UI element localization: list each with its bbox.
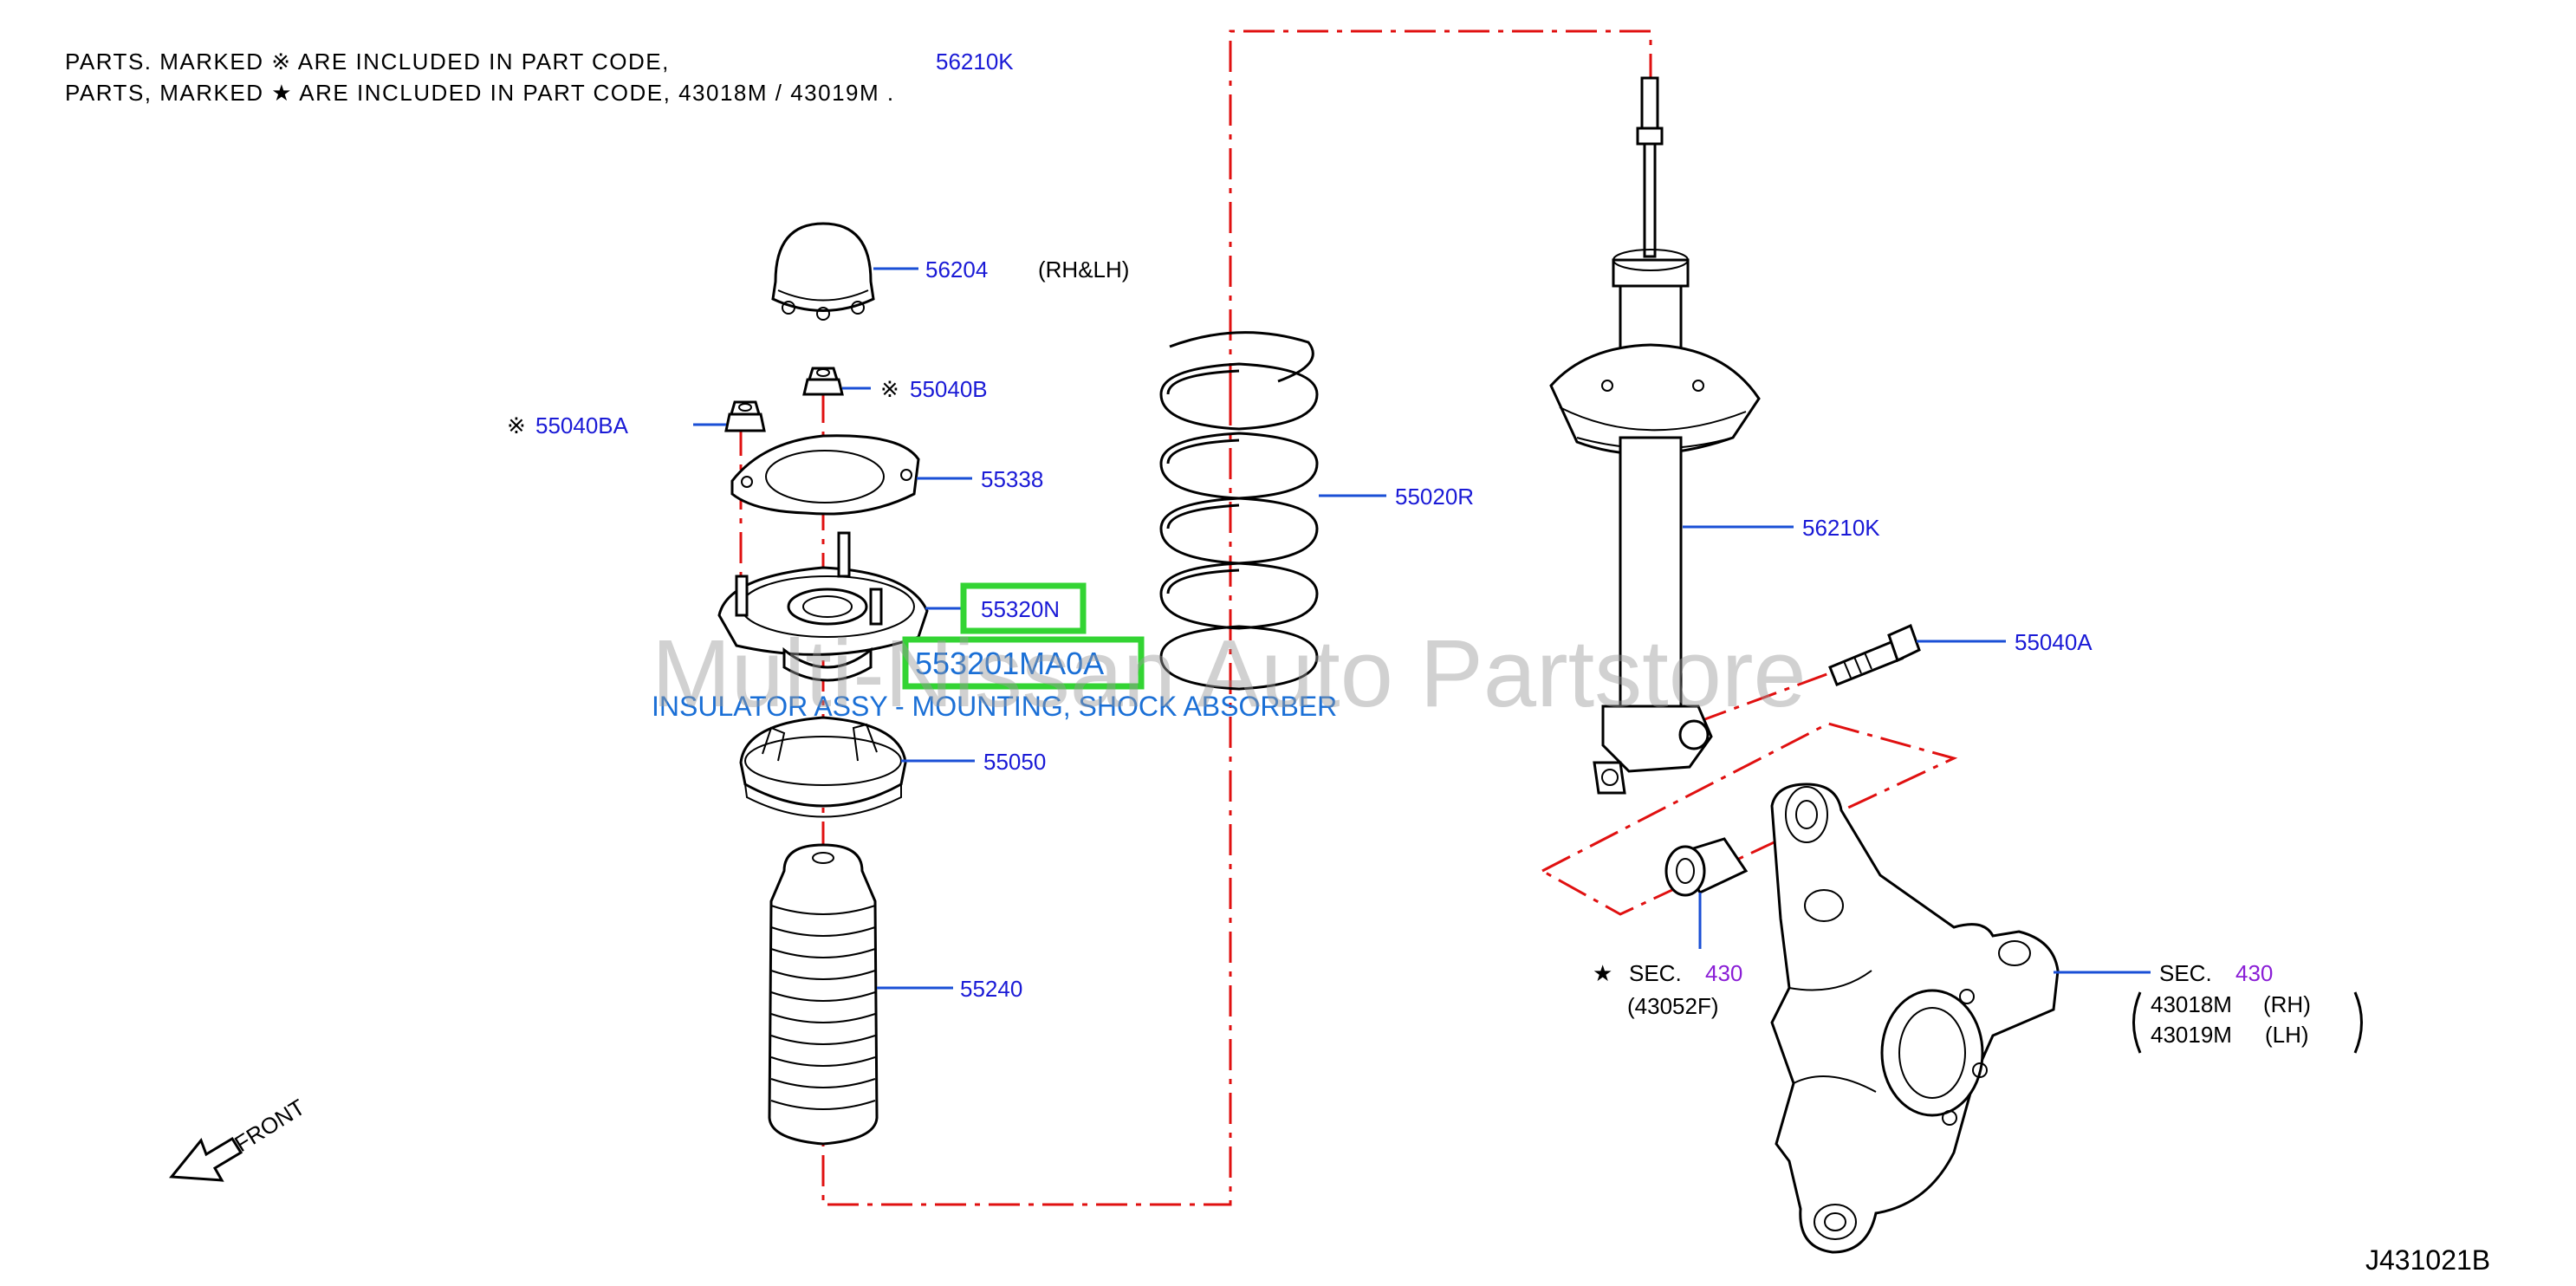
label-sec-star: SEC. bbox=[1629, 960, 1682, 986]
bracket-left bbox=[2132, 991, 2142, 1054]
label-56204-note: (RH&LH) bbox=[1038, 257, 1129, 283]
dust-boot-55240[interactable] bbox=[768, 843, 879, 1146]
diagram-code: J431021B bbox=[2365, 1244, 2490, 1276]
nut-55040b[interactable] bbox=[802, 367, 844, 396]
label-43052f[interactable]: (43052F) bbox=[1627, 993, 1719, 1019]
label-55040b-mark: ※ bbox=[880, 376, 899, 402]
label-43019m-side: (LH) bbox=[2265, 1022, 2309, 1048]
mounting-insulator-55320n[interactable] bbox=[717, 531, 929, 682]
label-55240[interactable]: 55240 bbox=[960, 976, 1022, 1002]
label-55040a[interactable]: 55040A bbox=[2015, 629, 2093, 655]
label-55040ba-mark: ※ bbox=[507, 412, 526, 438]
front-arrow-icon bbox=[169, 1136, 243, 1182]
label-sec-right: SEC. bbox=[2159, 960, 2212, 986]
label-56204[interactable]: 56204 bbox=[925, 257, 988, 283]
label-55320n[interactable]: 55320N bbox=[981, 596, 1060, 622]
bumper-seat-55050[interactable] bbox=[739, 716, 907, 818]
label-55050[interactable]: 55050 bbox=[983, 749, 1046, 775]
gasket-plate-55338[interactable] bbox=[730, 434, 920, 516]
bracket-right bbox=[2353, 991, 2363, 1054]
highlight-box-55320n bbox=[960, 582, 1087, 634]
header-note-1-code[interactable]: 56210K bbox=[936, 49, 1014, 75]
nut-55040ba[interactable] bbox=[724, 400, 766, 432]
bolt-55040a[interactable] bbox=[1828, 623, 1921, 686]
highlight-assembly-description: INSULATOR ASSY - MOUNTING, SHOCK ABSORBE… bbox=[652, 691, 1337, 722]
watermark: Multi-Nissan Auto Partstore bbox=[652, 620, 1807, 727]
highlight-box-assembly bbox=[902, 636, 1145, 690]
label-55040ba[interactable]: 55040BA bbox=[535, 412, 629, 438]
label-43018m[interactable]: 43018M bbox=[2151, 991, 2232, 1017]
label-43018m-side: (RH) bbox=[2263, 991, 2311, 1017]
header-note-1: PARTS. MARKED ※ ARE INCLUDED IN PART COD… bbox=[65, 49, 670, 75]
label-sec-star-mark: ★ bbox=[1593, 960, 1612, 986]
label-56210k[interactable]: 56210K bbox=[1802, 515, 1880, 541]
label-43019m[interactable]: 43019M bbox=[2151, 1022, 2232, 1048]
label-sec-right-num[interactable]: 430 bbox=[2235, 960, 2273, 986]
label-sec-star-num[interactable]: 430 bbox=[1705, 960, 1742, 986]
axle-housing-43018m[interactable] bbox=[1770, 783, 2060, 1254]
coil-spring-55020r[interactable] bbox=[1159, 331, 1319, 691]
label-55040b[interactable]: 55040B bbox=[910, 376, 988, 402]
highlight-assembly-code[interactable]: 553201MA0A bbox=[915, 646, 1104, 681]
label-55338[interactable]: 55338 bbox=[981, 466, 1043, 492]
header-note-2: PARTS, MARKED ★ ARE INCLUDED IN PART COD… bbox=[65, 80, 895, 106]
front-label: FRONT bbox=[230, 1094, 309, 1157]
dust-cap-56204[interactable] bbox=[771, 222, 875, 321]
shock-absorber-56210k[interactable] bbox=[1549, 76, 1761, 795]
bushing-43052f[interactable] bbox=[1664, 837, 1749, 897]
label-55020r[interactable]: 55020R bbox=[1395, 484, 1474, 510]
